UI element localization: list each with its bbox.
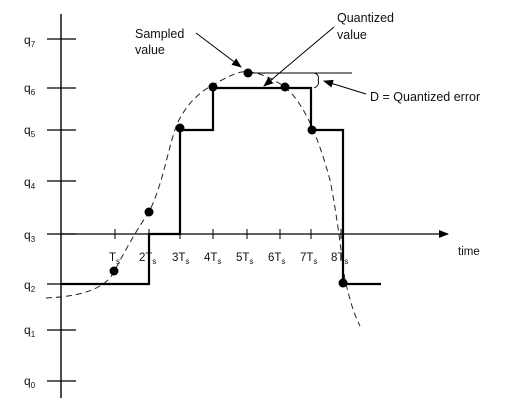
quantized-value-pointer	[263, 26, 335, 87]
sample-point-1	[109, 266, 119, 276]
time-label-1: Ts	[109, 252, 120, 266]
sample-point-6	[280, 82, 290, 92]
time-axis-label: time	[458, 246, 480, 258]
level-labels: q7 q6 q5 q4 q3 q2 q1 q0	[24, 33, 36, 390]
quantized-value-label-line2: value	[337, 28, 367, 42]
sampled-value-pointer	[195, 32, 242, 68]
quantization-error-bracket	[247, 72, 352, 89]
time-label-4: 4Ts	[204, 252, 221, 266]
sampled-value-label-line2: value	[135, 43, 165, 57]
time-label-2: 2Ts	[139, 252, 156, 266]
quantized-value-label: Quantized	[337, 11, 394, 25]
level-label-q7: q7	[24, 33, 36, 49]
sample-point-8	[338, 278, 348, 288]
level-label-q5: q5	[24, 123, 36, 139]
level-label-q2: q2	[24, 278, 36, 294]
analog-signal-curve	[45, 71, 361, 327]
quantized-staircase-signal	[61, 86, 381, 286]
level-label-q1: q1	[24, 323, 36, 339]
level-label-q3: q3	[24, 228, 36, 244]
time-label-5: 5Ts	[236, 252, 253, 266]
level-label-q0: q0	[24, 374, 36, 390]
time-label-6: 6Ts	[268, 252, 285, 266]
level-label-q6: q6	[24, 81, 36, 97]
sample-points	[109, 68, 348, 288]
sample-point-5	[243, 68, 253, 78]
quantized-error-label: D = Quantized error	[370, 90, 480, 104]
error-brace	[313, 72, 319, 89]
time-label-7: 7Ts	[300, 252, 317, 266]
quantized-error-pointer	[323, 79, 367, 95]
sample-point-3	[175, 123, 185, 133]
level-label-q4: q4	[24, 175, 36, 191]
sample-point-2	[144, 207, 154, 217]
sample-point-7	[307, 125, 317, 135]
sampled-value-label: Sampled	[135, 27, 184, 41]
time-label-8: 8Ts	[331, 252, 348, 266]
sample-point-4	[208, 82, 218, 92]
time-label-3: 3Ts	[172, 252, 189, 266]
time-tick-labels: Ts 2Ts 3Ts 4Ts 5Ts 6Ts 7Ts 8Ts	[109, 252, 348, 266]
